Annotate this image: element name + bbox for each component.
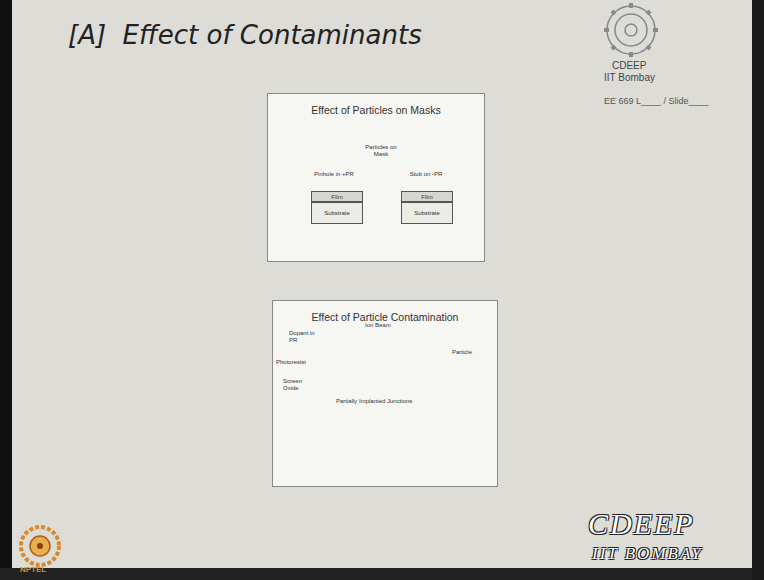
- inner-slide: Effect of Particles on MasksFilmSubstrat…: [267, 93, 485, 262]
- frame-edge: [0, 0, 12, 580]
- callout-label: Particles on Mask: [364, 144, 398, 157]
- callout-label: Pinhole in +PR: [312, 171, 356, 178]
- watermark: IIT BOMBAY: [592, 545, 703, 564]
- callout-label: Partially Implanted Junctions: [336, 398, 412, 405]
- frame-edge: [752, 0, 764, 580]
- layer-name: Substrate: [324, 210, 350, 216]
- nptel-logo: [21, 527, 59, 565]
- layer-name: Film: [331, 194, 342, 200]
- callout-label: Particle: [452, 349, 472, 356]
- substrate-layer: Substrate: [401, 202, 453, 224]
- cdeep-logo: [604, 3, 658, 57]
- slide-ref: EE 669 L____ / Slide____: [604, 97, 709, 107]
- film-layer: Film: [311, 191, 363, 202]
- slide-heading: Effect of Particles on Masks: [268, 94, 484, 116]
- slide-heading: Effect of Particle Contamination: [273, 301, 497, 323]
- callout-label: Photoresist: [276, 359, 306, 366]
- film-layer: Film: [401, 191, 453, 202]
- inner-slide: Effect of Particle Contamination: [272, 300, 498, 487]
- layer-name: Substrate: [414, 210, 440, 216]
- watermark: CDEEP: [588, 507, 695, 540]
- callout-label: Stub on -PR: [404, 171, 448, 178]
- layer-name: Film: [421, 194, 432, 200]
- handwritten-title: [A] Effect of Contaminants: [68, 20, 422, 50]
- frame-edge: [0, 568, 764, 580]
- logo-text: CDEEP: [612, 60, 646, 71]
- callout-label: Dopant in PR: [289, 330, 321, 343]
- callout-label: Screen Oxide: [283, 378, 313, 391]
- logo-text: IIT Bombay: [604, 72, 655, 83]
- logo-text: NPTEL: [20, 566, 46, 575]
- substrate-layer: Substrate: [311, 202, 363, 224]
- callout-label: Ion Beam: [365, 322, 391, 329]
